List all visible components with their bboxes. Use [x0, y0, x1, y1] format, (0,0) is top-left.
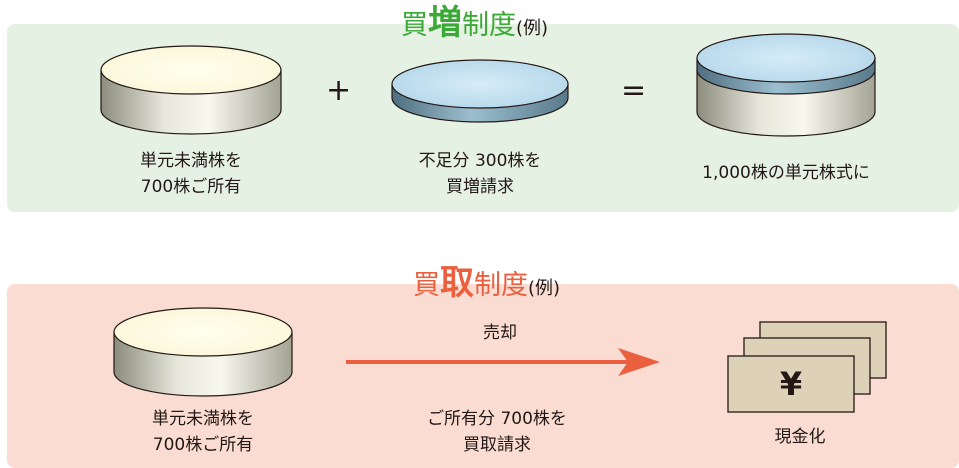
yen-bills-stack	[727, 321, 887, 413]
sell-middle-caption: ご所有分 700株を 買取請求	[412, 406, 582, 458]
title-emphasis: 取	[440, 263, 474, 303]
sell-item1-caption: 単元未満株を 700株ご所有	[128, 406, 278, 458]
sell-middle-line2: 買取請求	[463, 435, 531, 455]
white-disk-sell	[113, 307, 293, 397]
title-emphasis: 増	[428, 3, 462, 43]
buy-item2-line1: 不足分 300株を	[418, 151, 542, 171]
sell-middle-line1: ご所有分 700株を	[427, 409, 567, 429]
title-prefix: 買	[413, 270, 440, 301]
stacked-disk-1000-shares	[696, 33, 876, 137]
buy-item1-line2: 700株ご所有	[140, 177, 242, 197]
buy-increase-title: 買増制度(例)	[401, 6, 548, 40]
blue-disk-300-shares	[391, 59, 569, 123]
sell-arrow	[346, 348, 660, 376]
title-example: (例)	[516, 18, 549, 39]
buy-item3-caption: 1,000株の単元株式に	[702, 163, 870, 183]
yen-symbol-icon: ¥	[779, 365, 803, 403]
title-prefix: 買	[401, 10, 428, 41]
equals-sign: =	[621, 73, 647, 108]
sell-arrow-label: 売却	[483, 323, 517, 343]
title-suffix: 制度	[462, 10, 516, 41]
buy-item1-caption: 単元未満株を 700株ご所有	[116, 148, 266, 200]
buy-item2-caption: 不足分 300株を 買増請求	[400, 148, 560, 200]
plus-sign: +	[326, 73, 352, 108]
sell-item3-caption: 現金化	[774, 427, 826, 447]
buy-back-title: 買取制度(例)	[413, 266, 560, 300]
buy-item1-line1: 単元未満株を	[140, 151, 242, 171]
white-disk-700-shares	[100, 45, 282, 135]
title-example: (例)	[528, 278, 561, 299]
title-suffix: 制度	[474, 270, 528, 301]
sell-item1-line1: 単元未満株を	[152, 409, 254, 429]
sell-item1-line2: 700株ご所有	[152, 435, 254, 455]
buy-item2-line2: 買増請求	[446, 177, 514, 197]
